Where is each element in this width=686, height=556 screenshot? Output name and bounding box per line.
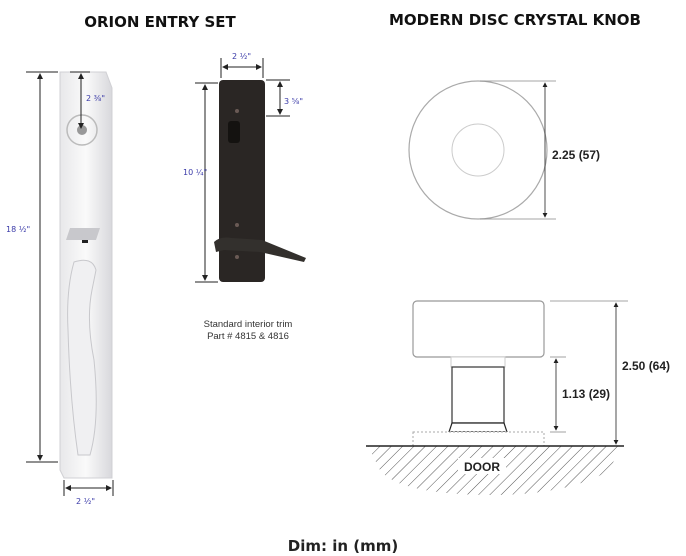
orion-title: ORION ENTRY SET xyxy=(84,13,236,31)
knob-title: MODERN DISC CRYSTAL KNOB xyxy=(389,11,641,29)
interior-caption-line1: Standard interior trim xyxy=(204,319,293,330)
interior-caption-line2: Part # 4815 & 4816 xyxy=(207,331,289,342)
door-label: DOOR xyxy=(464,460,500,474)
base-width-label: 2 ½" xyxy=(76,497,95,506)
units-footer: Dim: in (mm) xyxy=(288,537,398,555)
overall-height-label: 18 ½" xyxy=(6,225,30,234)
knob-front-view xyxy=(408,80,556,220)
interior-dimension-lines xyxy=(195,58,290,283)
interior-height-label: 10 ¼" xyxy=(183,168,207,177)
interior-trim-plate xyxy=(214,80,306,282)
thumbturn-offset-label: 3 ⅝" xyxy=(284,97,303,106)
orion-dimension-lines xyxy=(26,71,114,496)
knob-projection-label: 2.50 (64) xyxy=(622,359,670,373)
knob-diameter-label: 2.25 (57) xyxy=(552,148,600,162)
orion-exterior-escutcheon xyxy=(59,71,113,479)
cylinder-offset-label: 2 ⅜" xyxy=(86,94,105,103)
interior-width-label: 2 ½" xyxy=(232,52,251,61)
knob-stem-label: 1.13 (29) xyxy=(562,387,610,401)
